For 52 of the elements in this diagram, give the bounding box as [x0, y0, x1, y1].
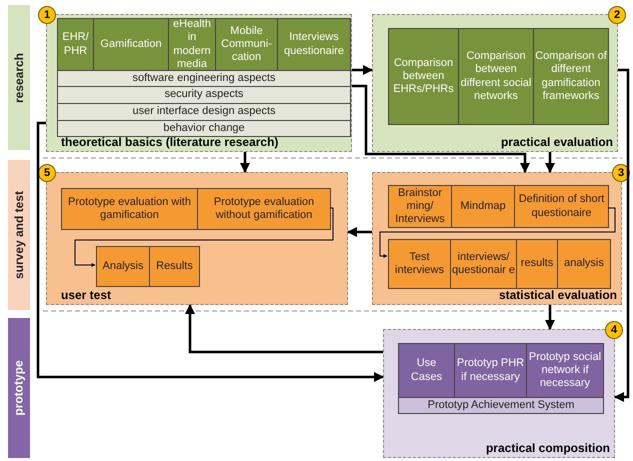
lane-label: research: [12, 52, 26, 103]
panel-title: practical composition: [486, 441, 610, 455]
arrow: [545, 152, 555, 173]
topic-box: Prototyp PHR if necessary: [454, 343, 527, 398]
topic-box: user interface design aspects: [57, 103, 351, 121]
arrow: [347, 227, 372, 237]
swimlane-band: [8, 160, 30, 310]
swimlane-band: [8, 5, 30, 150]
panel-title: user test: [61, 288, 112, 302]
topic-box: Results: [149, 246, 200, 287]
topic-box: Brainstor ming/ Interviews: [388, 185, 452, 228]
step-number-badge: 2: [608, 6, 626, 24]
topic-box: Use Cases: [398, 343, 455, 398]
topic-box: Mobile Communi- cation: [215, 18, 278, 71]
panel-title: theoretical basics (literature research): [61, 135, 278, 149]
arrow: [614, 68, 630, 402]
arrow: [185, 304, 383, 354]
topic-box: Analysis: [96, 246, 150, 287]
swimlane-band: [8, 318, 30, 458]
topic-box: Comparison between EHRs/PHRs: [388, 28, 459, 125]
arrow: [240, 152, 250, 173]
topic-box: Comparison of different gamification frameworks: [533, 28, 609, 125]
topic-box: Gamification: [93, 18, 169, 71]
arrow: [380, 208, 616, 258]
topic-box: Prototype evaluation with gamification: [61, 188, 198, 230]
topic-box: Prototyp Achievement System: [398, 397, 604, 414]
arrow: [352, 84, 530, 173]
step-number-badge: 4: [605, 321, 623, 339]
lane-label: prototype: [12, 360, 26, 416]
topic-box: analysis: [557, 239, 611, 289]
topic-box: Definition of short questionaire: [514, 185, 609, 228]
arrow: [36, 122, 384, 382]
lane-label: survey and test: [12, 190, 26, 280]
topic-box: software engineering aspects: [57, 70, 351, 87]
topic-box: Prototyp social network if necessary: [526, 343, 604, 398]
arrow: [74, 208, 334, 267]
topic-box: Comparison between different social networks: [458, 28, 534, 125]
topic-box: Mindmap: [451, 185, 515, 228]
step-number-badge: 1: [38, 6, 56, 24]
topic-box: interviews/ questionair e: [450, 239, 517, 289]
topic-box: eHealth in modern media: [168, 18, 216, 71]
topic-box: security aspects: [57, 86, 351, 104]
panel-title: statistical evaluation: [498, 288, 617, 302]
topic-box: results: [516, 239, 558, 289]
topic-box: Interviews questionaire: [277, 18, 351, 71]
arrow: [352, 65, 373, 75]
topic-box: Test interviews: [388, 239, 451, 289]
topic-box: Prototype evaluation without gamification: [197, 188, 331, 230]
arrow: [545, 305, 555, 330]
topic-box: EHR/ PHR: [57, 18, 94, 71]
panel-title: practical evaluation: [500, 135, 613, 149]
topic-box: behavior change: [57, 120, 351, 137]
